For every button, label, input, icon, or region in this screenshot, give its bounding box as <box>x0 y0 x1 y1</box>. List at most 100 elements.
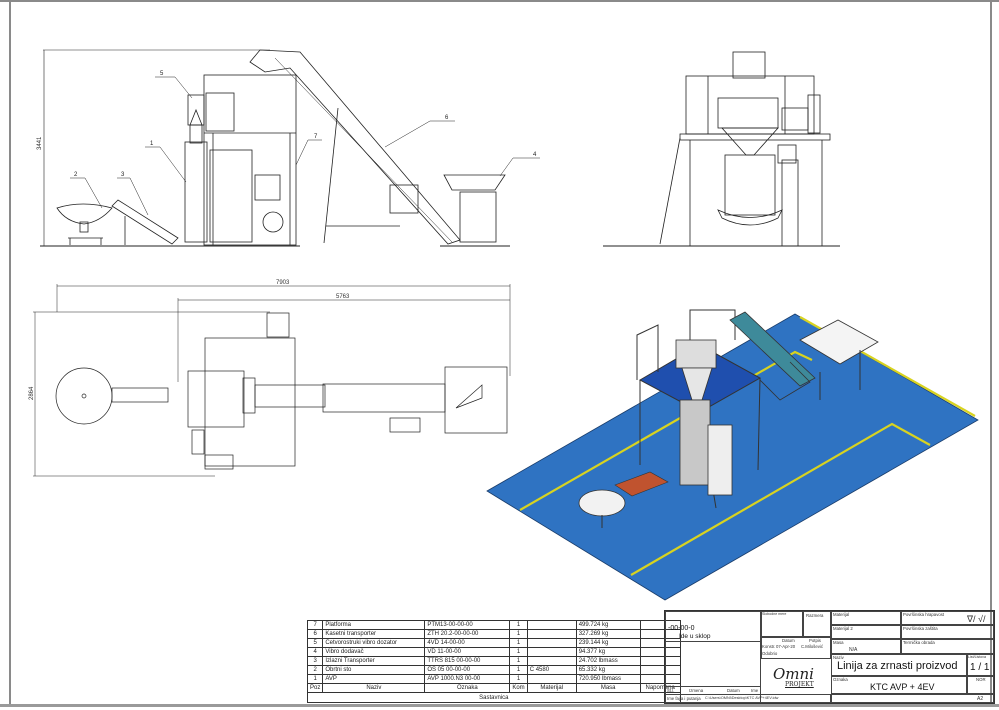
front-view <box>603 51 840 247</box>
side-view <box>40 49 540 247</box>
bom-oznaka: VD 11-00-00 <box>424 647 511 657</box>
oznaka-cell <box>831 676 967 694</box>
bom-naziv: Vibro dodavač <box>322 647 426 657</box>
bom-kom: 1 <box>509 674 528 684</box>
turntable-top <box>55 367 113 425</box>
bom-materijal <box>526 629 577 639</box>
bom-materijal <box>526 638 577 648</box>
revision-header-ime: Ime <box>751 688 759 693</box>
bom-materijal <box>526 674 577 684</box>
bom-caption-row: Sastavnica <box>307 692 681 703</box>
datum-label: Datum <box>782 638 795 643</box>
top-view <box>33 284 511 477</box>
oznaka-label: Oznaka <box>833 677 848 682</box>
termicka-obrada-label: Termička obrada <box>903 640 935 645</box>
nor-cell <box>967 676 994 694</box>
bom-materijal <box>526 656 577 666</box>
balloon-2: 2 <box>74 172 78 178</box>
bom-row: 6 Kasetni transporter ZTH 20.2-00-00-00 … <box>306 629 681 639</box>
bom-header-row: Poz Naziv Oznaka Kom Materijal Masa Napo… <box>306 683 681 693</box>
razmera-cell <box>803 611 831 637</box>
bom-kom: 1 <box>509 620 528 630</box>
bom-kom: 1 <box>509 629 528 639</box>
bom-oznaka: TTRS 815 00-00-00 <box>424 656 511 666</box>
bom-header-masa: Masa <box>575 683 641 693</box>
sheet-border-top <box>0 0 999 2</box>
list-cell <box>967 654 994 676</box>
bom-kom: 1 <box>509 665 528 675</box>
conveyor-top <box>322 383 446 413</box>
turntable-2 <box>56 203 113 225</box>
bom-naziv: Kasetni transporter <box>322 629 426 639</box>
bom-masa: 327.269 kg <box>575 629 641 639</box>
isometric-view <box>486 309 979 601</box>
bom-naziv: Obrtni sto <box>322 665 426 675</box>
drawing-title: Linija za zrnasti proizvod <box>837 660 958 672</box>
materijal-label: Materijal <box>833 612 850 617</box>
bom-row: 1 AVP AVP 1000.N3 00-00 1 720.950 lbmass <box>306 674 681 684</box>
iso-multihead <box>675 339 717 369</box>
naziv-cell <box>831 654 967 676</box>
ide-u-sklop: Ide u sklop <box>679 633 711 640</box>
bom-header-materijal: Materijal <box>526 683 577 693</box>
sheet-format: A2 <box>977 696 984 702</box>
platform-7 <box>203 74 297 246</box>
bom-row: 7 Platforma PTM13-00-00-00 1 499.724 kg <box>306 620 681 630</box>
bom-materijal <box>526 620 577 630</box>
company-logo-sub: PROJEKT <box>785 681 814 688</box>
masa-cell <box>831 639 901 654</box>
multihead-doser <box>717 97 779 129</box>
bom-naziv: Izlazni Transporter <box>322 656 426 666</box>
bom-table: 7 Platforma PTM13-00-00-00 1 499.724 kg … <box>306 620 681 703</box>
povrsinska-zastita-label: Površinska zaštita <box>903 626 938 631</box>
tolerance-table <box>761 611 803 637</box>
list-value: 1 / 1 <box>970 662 990 673</box>
floor-area <box>486 313 979 601</box>
bom-poz: 1 <box>306 674 324 684</box>
bom-materijal: Č 4580 <box>526 665 577 675</box>
roughness-symbol-icon: ∇/ √/ <box>967 614 986 624</box>
bom-oznaka: 4VD 14-00-00 <box>424 638 511 648</box>
bom-masa: 239.144 kg <box>575 638 641 648</box>
materijal2-label: Materijal 2 <box>833 626 853 631</box>
drawing-number: KTC AVP + 4EV <box>870 682 935 692</box>
balloon-4: 4 <box>533 152 537 158</box>
floor-stripe <box>630 422 931 576</box>
bom-poz: 6 <box>306 629 324 639</box>
revision-header-izmena: Izmena <box>689 688 704 693</box>
bom-naziv: Četvorostruki vibro dozator <box>322 638 426 648</box>
konstr-label: Konstr. <box>762 644 776 649</box>
termicka-cell <box>901 639 994 654</box>
bom-masa: 499.724 kg <box>575 620 641 630</box>
company-logo: Omni <box>773 665 814 683</box>
doser-top <box>187 370 245 428</box>
balloon-5: 5 <box>160 71 164 77</box>
bom-header-naziv: Naziv <box>322 683 426 693</box>
vffs-front <box>724 154 776 216</box>
iso-vffs <box>679 399 711 486</box>
bom-header-oznaka: Oznaka <box>424 683 511 693</box>
packing-machine-1 <box>184 141 208 243</box>
masa-value: N/A <box>849 647 858 653</box>
bom-header-kom: Kom <box>509 683 528 693</box>
bom-masa: 720.950 lbmass <box>575 674 641 684</box>
sheet-border-left <box>9 0 11 706</box>
assembly-ref: -00-00-0 <box>668 625 695 632</box>
file-path-value: C:\Users\OMNI\Desktop\KTC AVP+4EV.idw <box>705 696 779 700</box>
bom-poz: 4 <box>306 647 324 657</box>
bom-oznaka: ZTH 20.2-00-00-00 <box>424 629 511 639</box>
materijal-cell <box>831 611 901 625</box>
balloon-1: 1 <box>150 141 154 147</box>
zastita-cell <box>901 625 994 639</box>
dim-height-label: 3441 <box>37 136 43 150</box>
bom-row: 2 Obrtni sto OS 05 00-00-00 1 Č 4580 65.… <box>306 665 681 675</box>
bom-materijal <box>526 647 577 657</box>
potpis-label: Potpis <box>809 638 821 643</box>
hrapavost-cell <box>901 611 994 625</box>
bom-row: 5 Četvorostruki vibro dozator 4VD 14-00-… <box>306 638 681 648</box>
iso-incline-conveyor <box>729 311 816 387</box>
bom-oznaka: AVP 1000.N3 00-00 <box>424 674 511 684</box>
balloon-7: 7 <box>314 134 318 140</box>
bom-naziv: Platforma <box>322 620 426 630</box>
